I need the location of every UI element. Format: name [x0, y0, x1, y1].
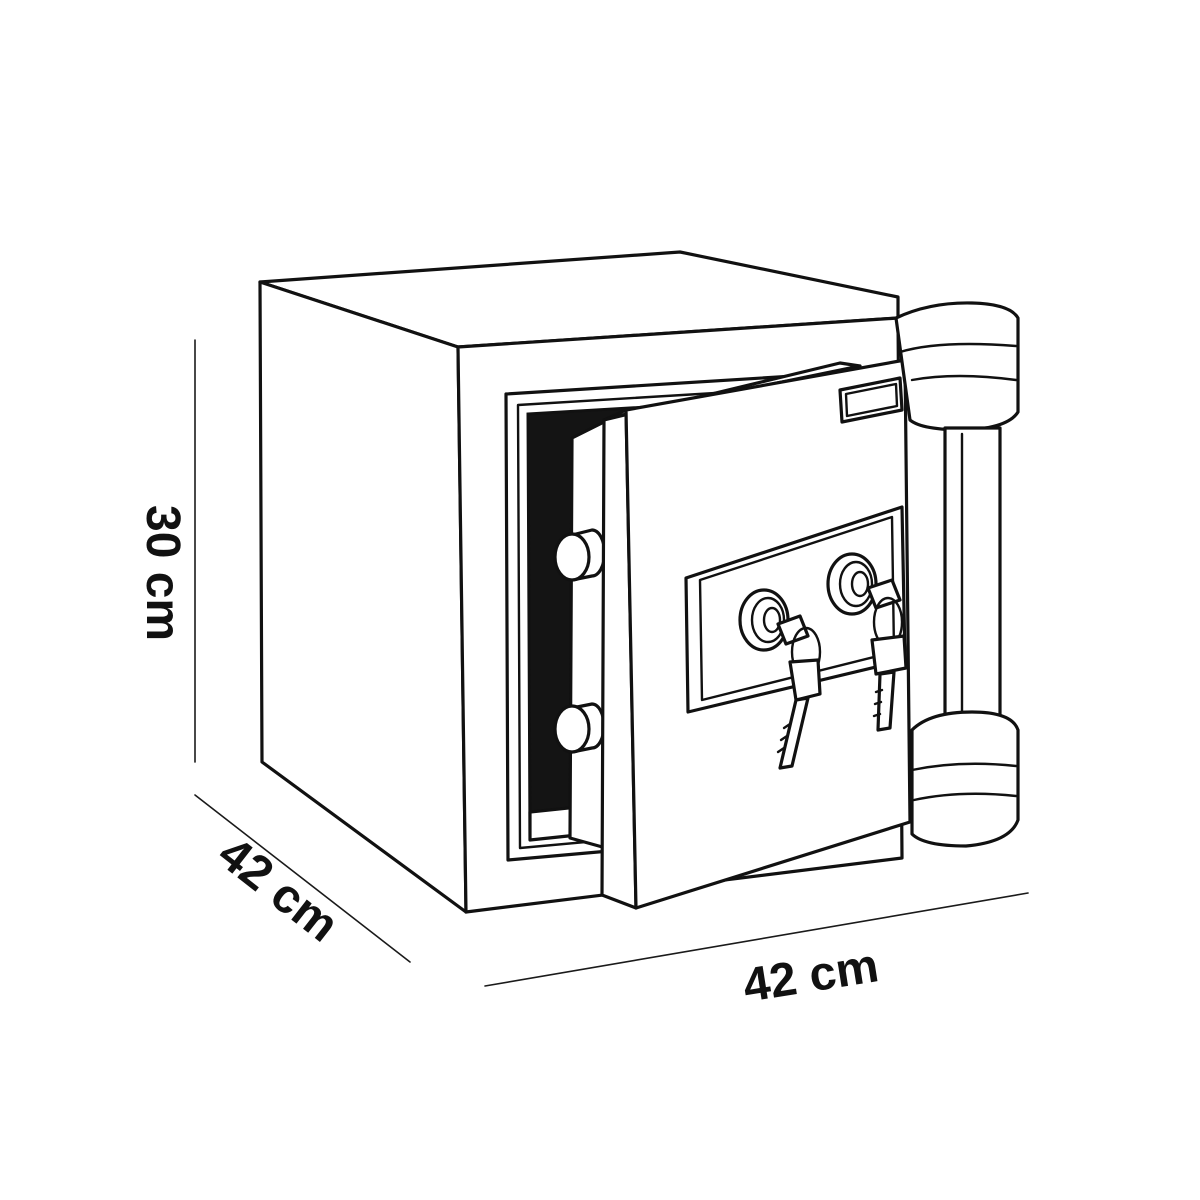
right-key-bow	[870, 634, 908, 676]
depth-dimension-line	[194, 794, 411, 963]
bolt-lower-cap	[553, 704, 591, 754]
upper-hinge-block	[894, 301, 1020, 432]
height-label: 30 cm	[136, 505, 189, 641]
door-label-plate	[838, 376, 904, 424]
lock-cylinder-right-core	[850, 570, 870, 598]
lock-cylinder-right-ring	[838, 560, 874, 608]
bolt-upper-cap	[553, 532, 591, 582]
lower-hinge-divider-2	[912, 792, 1018, 802]
safe-side-face	[258, 280, 468, 914]
lock-cylinder-left-core	[762, 606, 782, 634]
key-lock-left	[738, 588, 790, 652]
door-hinge	[894, 301, 1020, 848]
lower-hinge-divider	[910, 762, 1018, 772]
upper-hinge-divider-2	[910, 374, 1018, 382]
right-key-head	[866, 578, 902, 610]
left-key-blade	[778, 696, 810, 770]
left-key-bow	[788, 658, 822, 702]
right-key-blade	[876, 670, 896, 732]
width-label: 42 cm	[739, 939, 882, 1013]
lower-hinge-block	[910, 710, 1020, 848]
width-dimension-line	[484, 892, 1029, 987]
left-key-head	[776, 614, 810, 646]
key-lock-right	[826, 552, 878, 616]
key-icon	[776, 578, 908, 770]
dimension-lines	[194, 339, 1029, 987]
depth-label: 42 cm	[208, 827, 348, 953]
upper-hinge-divider	[898, 342, 1018, 354]
door-label-plate-inner	[844, 382, 899, 418]
right-key-teeth	[872, 688, 884, 718]
lock-cylinder-left-ring	[750, 596, 786, 644]
left-key-teeth	[776, 722, 792, 754]
door-edge	[568, 419, 608, 850]
hinge-bar	[943, 426, 1002, 720]
